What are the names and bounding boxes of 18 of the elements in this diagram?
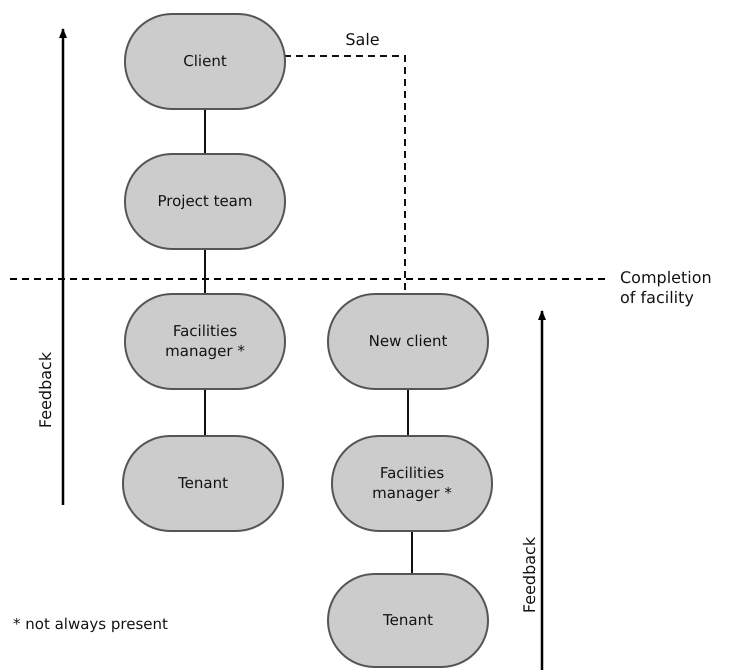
- connector-line: [204, 110, 206, 153]
- axis-label: Feedback: [520, 536, 540, 614]
- connector-line: [284, 55, 406, 293]
- connector-line: [204, 250, 206, 293]
- edge-label: Sale: [345, 30, 380, 50]
- node-label: Tenant: [177, 474, 229, 494]
- connector-line: [411, 532, 413, 573]
- connector-line: [407, 390, 409, 435]
- node-label: Facilities manager *: [371, 464, 453, 503]
- axis-label: Feedback: [36, 352, 56, 428]
- node-label: Project team: [156, 192, 254, 212]
- footnote: * not always present: [13, 615, 168, 634]
- milestone-label: Completion of facility: [620, 268, 713, 308]
- node-label: Facilities manager *: [164, 322, 246, 361]
- node-label: New client: [368, 332, 448, 352]
- node-label: Tenant: [382, 610, 434, 630]
- node-label: Client: [182, 52, 228, 72]
- connector-line: [204, 390, 206, 435]
